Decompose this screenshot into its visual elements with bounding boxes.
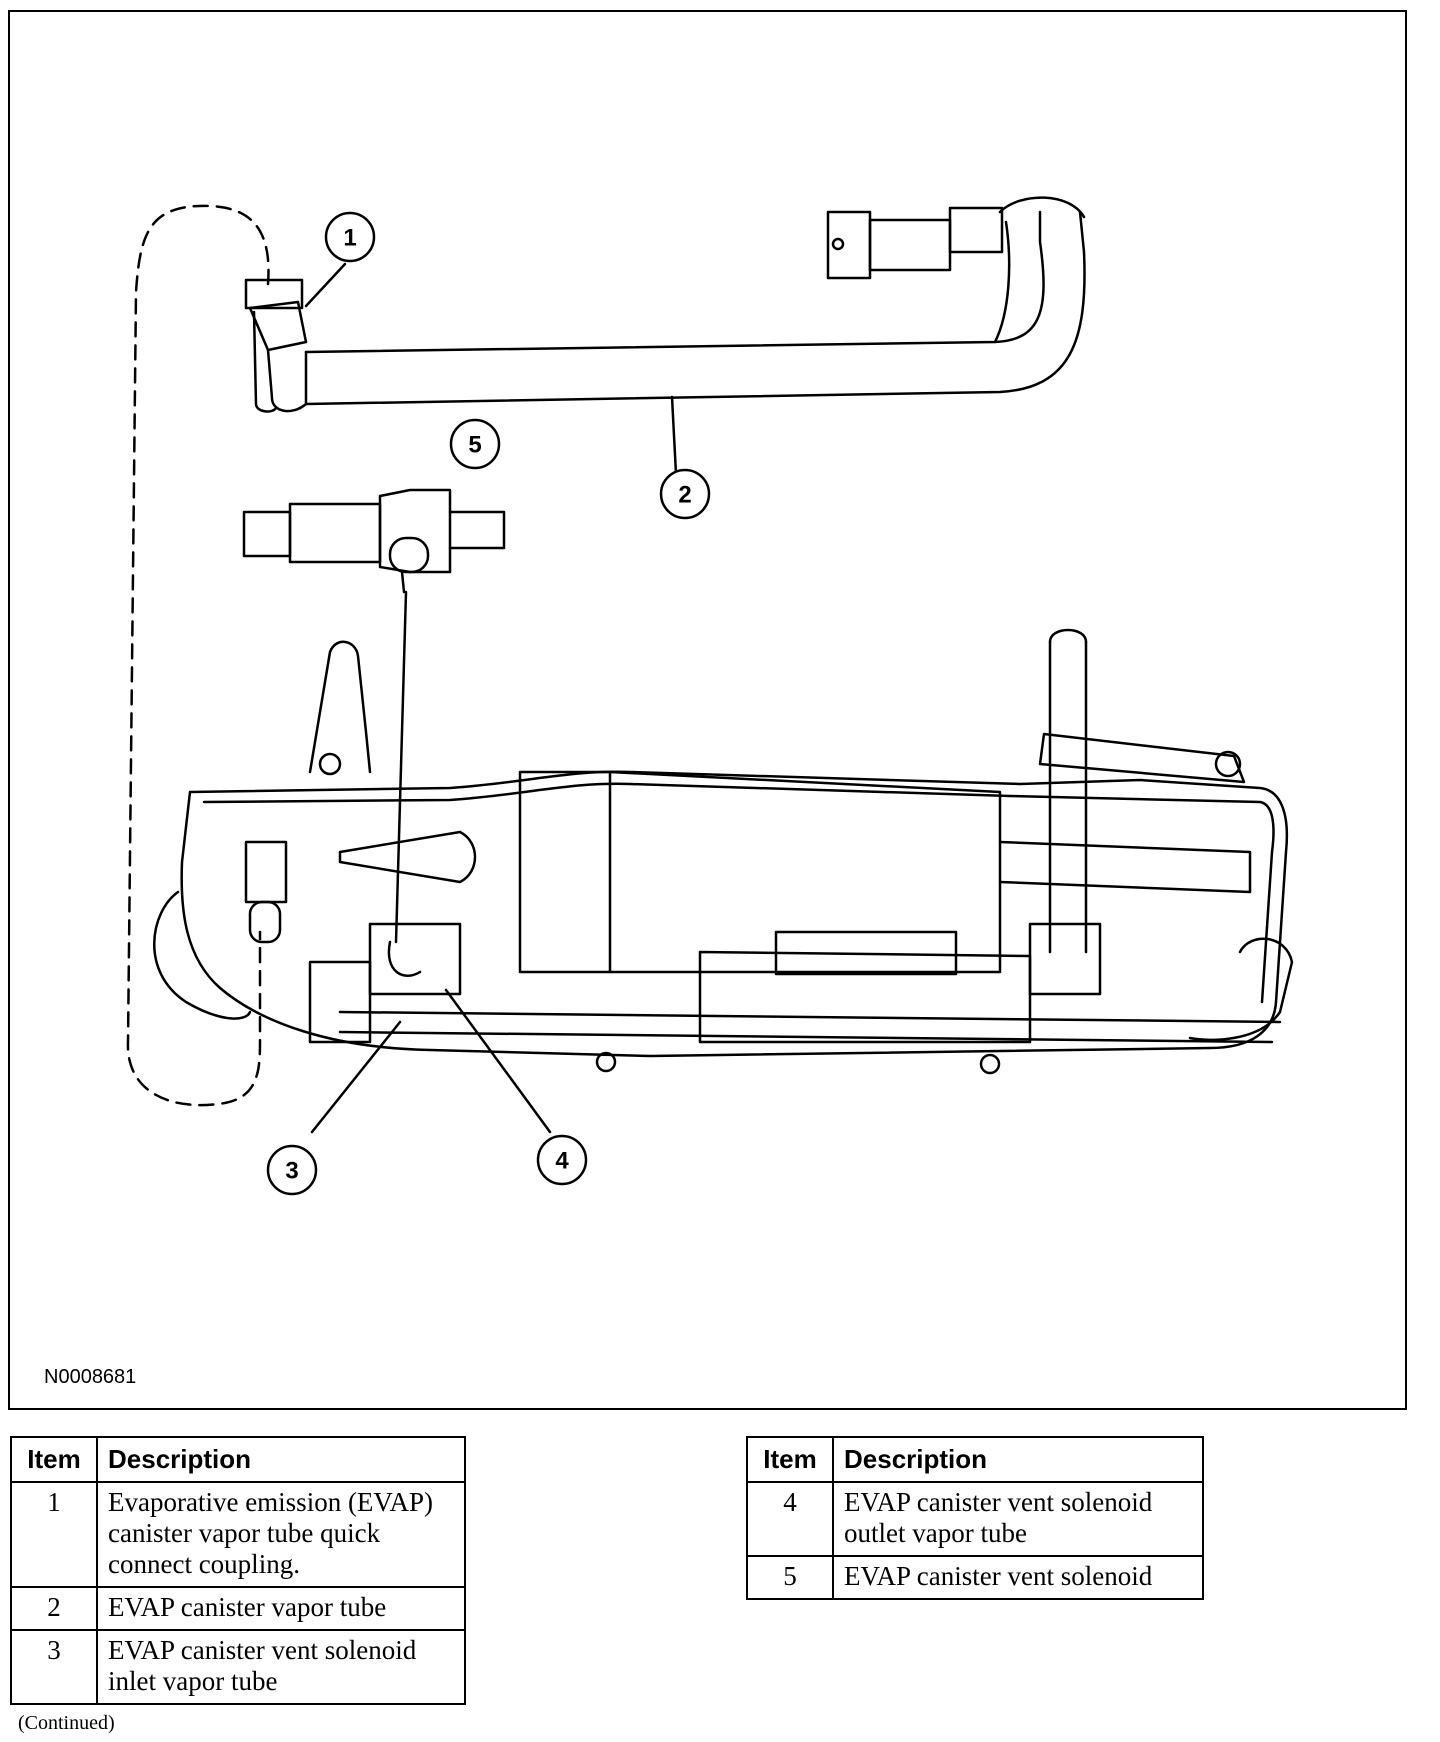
- callout-circle-3: [266, 1144, 318, 1196]
- parts-table-left: Item Description 1 Evaporative emission …: [10, 1436, 466, 1705]
- item-number: 1: [10, 1481, 98, 1588]
- item-description: Evaporative emission (EVAP) canister vap…: [96, 1481, 466, 1588]
- description-column-header: Description: [96, 1436, 466, 1483]
- item-description: EVAP canister vent solenoid: [832, 1555, 1204, 1600]
- table-row: 1 Evaporative emission (EVAP) canister v…: [10, 1481, 466, 1588]
- leader-line-5: [394, 590, 408, 944]
- callout-label-4: 4: [555, 1148, 569, 1175]
- leader-line-3: [310, 1020, 402, 1134]
- table-header-row: Item Description: [10, 1436, 466, 1483]
- callout-label-2: 2: [678, 482, 691, 509]
- callout-circle-2: [659, 468, 711, 520]
- continued-note: (Continued): [18, 1712, 115, 1734]
- callout-label-3: 3: [285, 1158, 298, 1185]
- item-number: 5: [746, 1555, 834, 1600]
- evap-canister-vent-solenoid: [242, 488, 506, 594]
- item-description: EVAP canister vent solenoid outlet vapor…: [832, 1481, 1204, 1557]
- item-number: 4: [746, 1481, 834, 1557]
- evap-canister-illustration: 1 2 3 4 5: [126, 196, 1294, 1196]
- callout-label-1: 1: [343, 225, 356, 252]
- leader-line-4: [444, 988, 552, 1134]
- quick-connect-coupling: [244, 278, 308, 413]
- callout-label-5: 5: [468, 432, 481, 459]
- item-description: EVAP canister vapor tube: [96, 1586, 466, 1631]
- callout-circle-4: [536, 1134, 588, 1186]
- figure-code: N0008681: [44, 1366, 137, 1388]
- diagram-frame: 1 2 3 4 5 N0008681: [8, 10, 1407, 1410]
- table-row: 5 EVAP canister vent solenoid: [746, 1555, 1204, 1600]
- leader-line-2: [670, 395, 678, 476]
- table-row: 4 EVAP canister vent solenoid outlet vap…: [746, 1481, 1204, 1557]
- description-column-header: Description: [832, 1436, 1204, 1483]
- evap-canister-body: [153, 628, 1294, 1075]
- dashed-routing-line: [126, 204, 270, 1107]
- item-number: 3: [10, 1629, 98, 1705]
- table-row: 2 EVAP canister vapor tube: [10, 1586, 466, 1631]
- table-header-row: Item Description: [746, 1436, 1204, 1483]
- parts-table-right: Item Description 4 EVAP canister vent so…: [746, 1436, 1204, 1600]
- item-description: EVAP canister vent solenoid inlet vapor …: [96, 1629, 466, 1705]
- table-row: 3 EVAP canister vent solenoid inlet vapo…: [10, 1629, 466, 1705]
- leader-line-1: [304, 262, 347, 308]
- item-number: 2: [10, 1586, 98, 1631]
- item-column-header: Item: [746, 1436, 834, 1483]
- item-column-header: Item: [10, 1436, 98, 1483]
- callout-circle-1: [324, 211, 376, 263]
- evap-canister-vapor-tube: [304, 196, 1086, 406]
- callout-circle-5: [449, 418, 501, 470]
